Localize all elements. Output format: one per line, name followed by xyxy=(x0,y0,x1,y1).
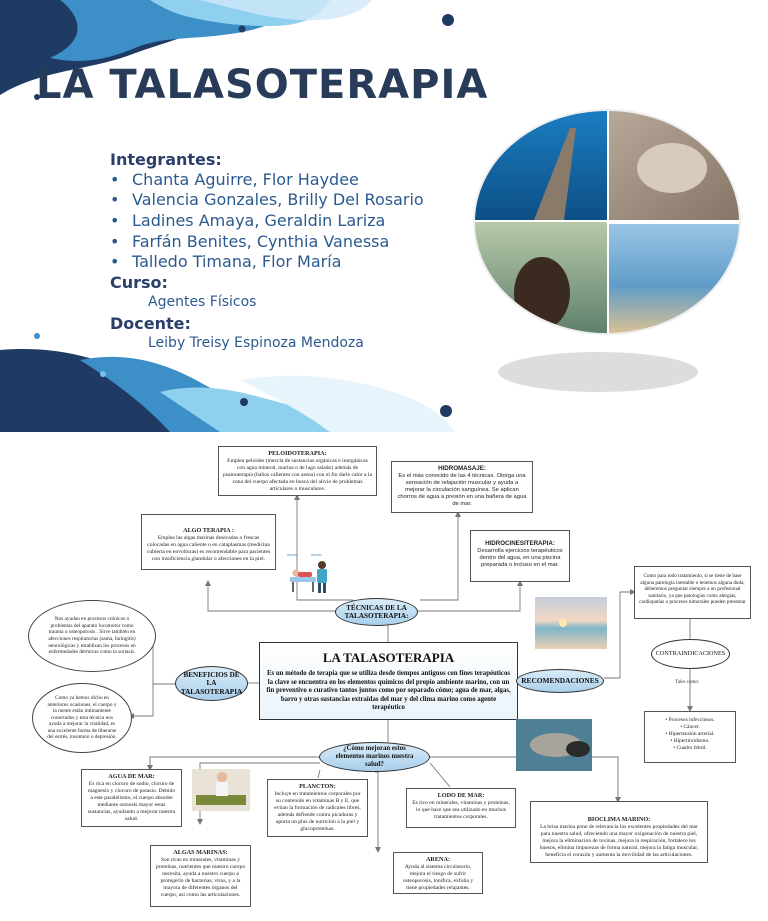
agua-text: Es rica en cloruro de sodio, cloruro de … xyxy=(87,781,176,822)
bullet: • xyxy=(110,170,120,189)
algoterapia-title: ALGO TERAPIA : xyxy=(183,527,234,534)
peloidoterapia-box: PELOIDOTERAPIA: Emplea peloides (mezcla … xyxy=(218,446,377,496)
algas-marinas-box: ALGAS MARINAS: Son ricas en minerales, v… xyxy=(150,845,251,907)
algoterapia-text: Emplea las algas marinas desecadas o fre… xyxy=(146,535,271,562)
tecnicas-node: TÉCNICAS DE LA TALASOTERAPIA: xyxy=(335,598,418,626)
hidrocinesiterapia-box: HIDROCINESITERAPIA: Desarrolla ejercicio… xyxy=(470,530,570,582)
peloidoterapia-text: Emplea peloides (mezcla de sustancias or… xyxy=(223,458,372,492)
agua-de-mar-box: AGUA DE MAR: Es rica en cloruro de sodio… xyxy=(81,769,182,827)
central-concept: LA TALASOTERAPIA Es un método de terapia… xyxy=(259,642,518,720)
beneficio-item: Nos ayudan en procesos crónicos o proble… xyxy=(28,600,156,672)
illustration-label: abuelo xyxy=(311,553,322,557)
teacher-heading: Docente: xyxy=(110,314,191,333)
bioclima-title: BIOCLIMA MARINO: xyxy=(587,816,651,823)
bullet: • xyxy=(110,211,120,230)
course-name: Agentes Físicos xyxy=(148,294,257,310)
hidromasaje-text: Es el más conocido de las 4 técnicas. Ot… xyxy=(397,473,527,507)
cover-slide: LA TALASOTERAPIA Integrantes: • Chanta Ag… xyxy=(0,0,768,432)
plancton-title: PLANCTON: xyxy=(299,783,336,790)
recomendaciones-box: Como para todo tratamiento, si se tiene … xyxy=(634,566,751,619)
member-name: Chanta Aguirre, Flor Haydee xyxy=(132,170,359,189)
therapy-photo-collage xyxy=(473,109,741,335)
contraindicaciones-list: • Procesos infecciosos. • Cáncer. • Hipe… xyxy=(644,711,736,763)
plancton-box: PLANCTON: Incluye en tratamientos corpor… xyxy=(267,779,368,837)
bioclima-marino-box: BIOCLIMA MARINO: La brisa marina pone de… xyxy=(530,801,708,863)
hidrocinesiterapia-title: HIDROCINESITERAPIA: xyxy=(485,540,555,547)
bullet: • xyxy=(110,252,120,271)
mud-mask-photo xyxy=(516,719,592,771)
algas-title: ALGAS MARINAS: xyxy=(173,849,228,856)
central-description: Es un método de terapia que se utiliza d… xyxy=(266,670,511,712)
arena-title: ARENA: xyxy=(425,856,451,863)
member-item: • Talledo Timana, Flor María xyxy=(110,252,341,271)
lodo-text: Es rico en minerales, vitaminas y proteí… xyxy=(412,800,510,820)
member-name: Talledo Timana, Flor María xyxy=(132,252,342,271)
algoterapia-box: ALGO TERAPIA : Emplea las algas marinas … xyxy=(141,514,276,570)
therapist-patient-illustration xyxy=(290,561,327,593)
contraindicacion-item: • Procesos infecciosos. xyxy=(665,717,715,723)
course-heading: Curso: xyxy=(110,273,168,292)
bullet: • xyxy=(110,232,120,251)
algas-text: Son ricas en minerales, vitaminas y prot… xyxy=(155,857,246,898)
page-title: LA TALASOTERAPIA xyxy=(36,62,489,108)
illustration-label: abuelo xyxy=(287,553,298,557)
member-item: • Valencia Gonzales, Brilly Del Rosario xyxy=(110,190,424,209)
members-heading: Integrantes: xyxy=(110,150,222,169)
contraindicacion-item: • Hipertensión arterial. xyxy=(665,731,715,737)
member-item: • Chanta Aguirre, Flor Haydee xyxy=(110,170,359,189)
contraindicacion-item: • Cuadro febril. xyxy=(673,745,707,751)
member-name: Ladines Amaya, Geraldin Lariza xyxy=(132,211,386,230)
teacher-name: Leiby Treisy Espinoza Mendoza xyxy=(148,335,364,351)
member-name: Valencia Gonzales, Brilly Del Rosario xyxy=(132,190,424,209)
elementos-node: ¿Cómo mejoran estos elementos marinos nu… xyxy=(319,742,430,772)
agua-title: AGUA DE MAR: xyxy=(108,773,155,780)
hidromasaje-title: HIDROMASAJE: xyxy=(438,465,486,472)
arena-text: Ayuda al sistema circulatorio, mejora el… xyxy=(402,864,474,891)
tales-como-label: Tales como: xyxy=(675,680,700,685)
beach-photo xyxy=(535,597,607,649)
recomendaciones-node: RECOMENDACIONES xyxy=(516,669,604,693)
member-item: • Ladines Amaya, Geraldin Lariza xyxy=(110,211,385,230)
lodo-title: LODO DE MAR: xyxy=(437,792,485,799)
contraindicaciones-node: CONTRAINDICACIONES xyxy=(651,639,730,669)
member-item: • Farfán Benites, Cynthia Vanessa xyxy=(110,232,389,251)
plancton-text: Incluye en tratamientos corporales por s… xyxy=(274,791,361,832)
arena-box: ARENA: Ayuda al sistema circulatorio, me… xyxy=(393,852,483,894)
member-name: Farfán Benites, Cynthia Vanessa xyxy=(132,232,390,251)
hidromasaje-box: HIDROMASAJE: Es el más conocido de las 4… xyxy=(391,461,533,513)
peloidoterapia-title: PELOIDOTERAPIA: xyxy=(268,450,327,457)
bullet: • xyxy=(110,190,120,209)
beneficio-item: Como ya hemos dicho en anteriores ocasio… xyxy=(32,683,132,753)
beneficios-node: BENEFICIOS DE LA TALASOTERAPIA xyxy=(175,666,248,701)
bioclima-text: La brisa marina pone de relevancia los e… xyxy=(539,824,699,858)
central-title: LA TALASOTERAPIA xyxy=(322,650,455,665)
contraindicacion-item: • Hipertiroidismo. xyxy=(670,738,710,744)
cover-decoration xyxy=(0,0,698,432)
hidrocinesiterapia-text: Desarrolla ejercicios terapéuticos dentr… xyxy=(477,548,563,568)
algae-treatment-photo xyxy=(192,769,250,811)
lodo-de-mar-box: LODO DE MAR: Es rico en minerales, vitam… xyxy=(406,788,516,828)
contraindicacion-item: • Cáncer. xyxy=(680,724,700,730)
